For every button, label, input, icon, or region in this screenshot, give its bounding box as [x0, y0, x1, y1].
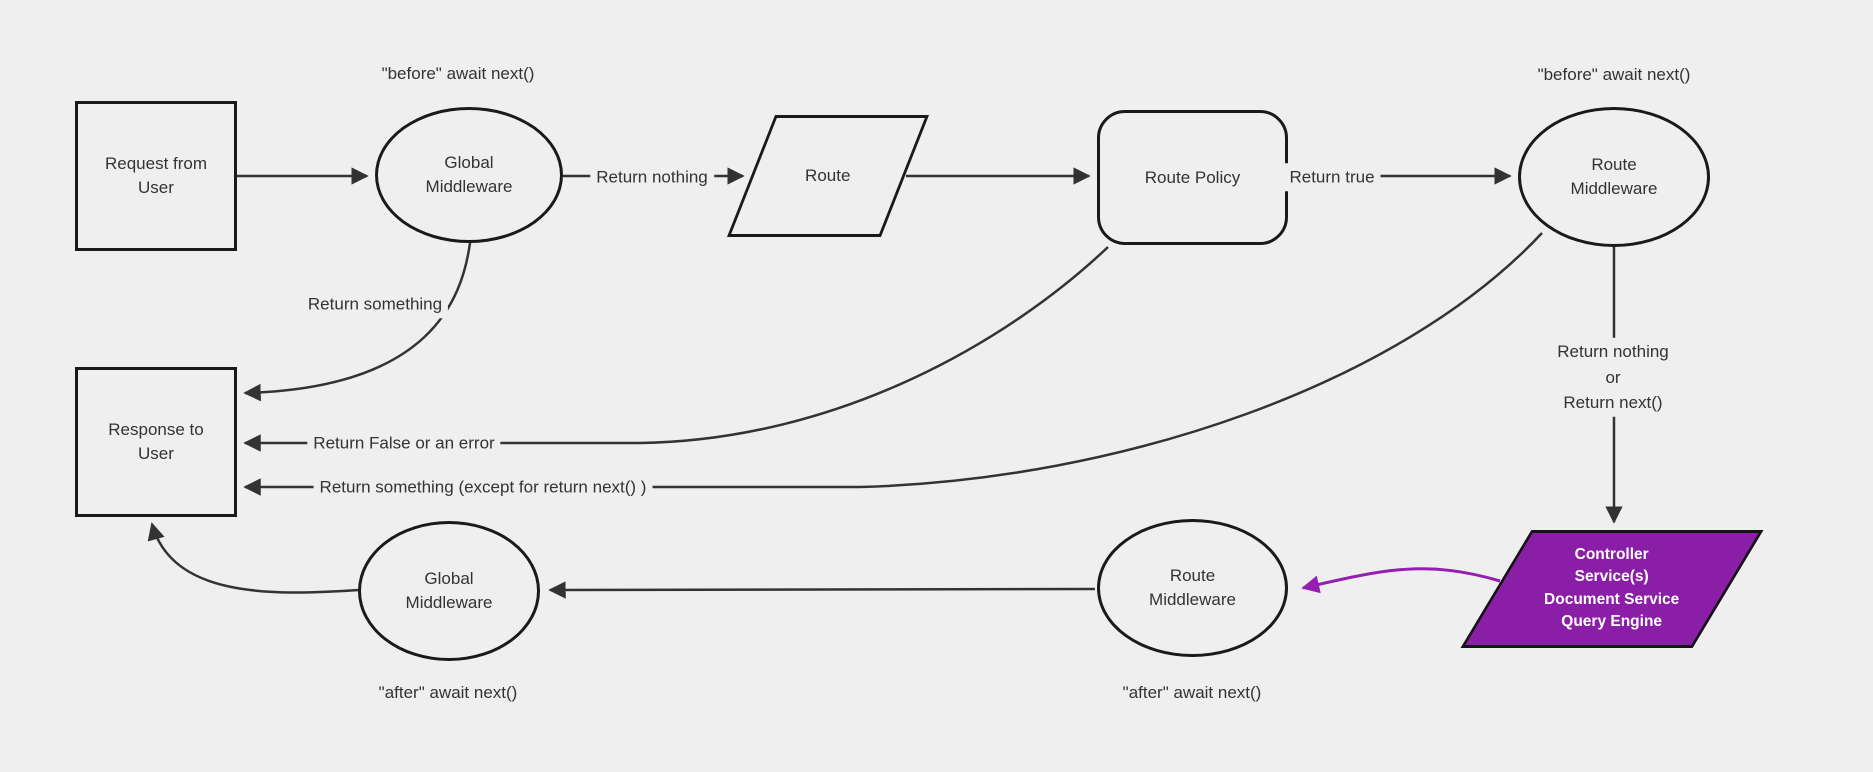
- annotation-before-await-global: "before" await next(): [381, 64, 535, 83]
- edge-label-return-something: Return something: [301, 290, 449, 318]
- node-route-middleware-before: Route Middleware: [1518, 107, 1710, 247]
- edge-label-return-true: Return true: [1283, 163, 1381, 191]
- edge-label-return-false-or-error: Return False or an error: [307, 429, 501, 457]
- node-response-to-user: Response to User: [75, 367, 237, 517]
- edge-route-middleware-to-response: [243, 232, 1543, 496]
- edge-label-return-something-except: Return something (except for return next…: [313, 473, 653, 501]
- edge-label-return-nothing: Return nothing: [590, 163, 714, 191]
- node-global-middleware-before-label: Global Middleware: [425, 153, 513, 196]
- node-request-from-user-label: Request from User: [104, 154, 208, 197]
- edge-controller-to-route-middleware-after: [1301, 567, 1501, 594]
- annotation-before-await-route: "before" await next(): [1537, 65, 1691, 84]
- edge-policy-to-response: [243, 246, 1109, 452]
- node-global-middleware-after: Global Middleware: [358, 521, 540, 661]
- node-route-policy: Route Policy: [1097, 110, 1288, 245]
- node-global-middleware-after-label: Global Middleware: [405, 569, 493, 612]
- node-route-middleware-after: Route Middleware: [1097, 519, 1288, 657]
- edge-label-return-nothing-or-next: Return nothing or Return next(): [1551, 337, 1675, 417]
- node-route-policy-label: Route Policy: [1144, 167, 1241, 187]
- annotation-after-await-global: "after" await next(): [378, 683, 518, 702]
- edge-route-middleware-after-to-global-after: [548, 581, 1096, 599]
- node-route-label: Route: [805, 166, 851, 186]
- node-route-middleware-after-label: Route Middleware: [1149, 566, 1236, 609]
- node-global-middleware-before: Global Middleware: [375, 107, 563, 243]
- edge-global-after-to-response: [147, 522, 359, 594]
- node-route-middleware-before-label: Route Middleware: [1570, 155, 1658, 198]
- node-controller-services-label: Controller Service(s) Document Service Q…: [1544, 546, 1680, 631]
- edge-global-to-response: [243, 242, 472, 402]
- node-request-from-user: Request from User: [75, 101, 237, 251]
- node-response-to-user-label: Response to User: [108, 420, 204, 463]
- annotation-after-await-route: "after" await next(): [1122, 683, 1262, 702]
